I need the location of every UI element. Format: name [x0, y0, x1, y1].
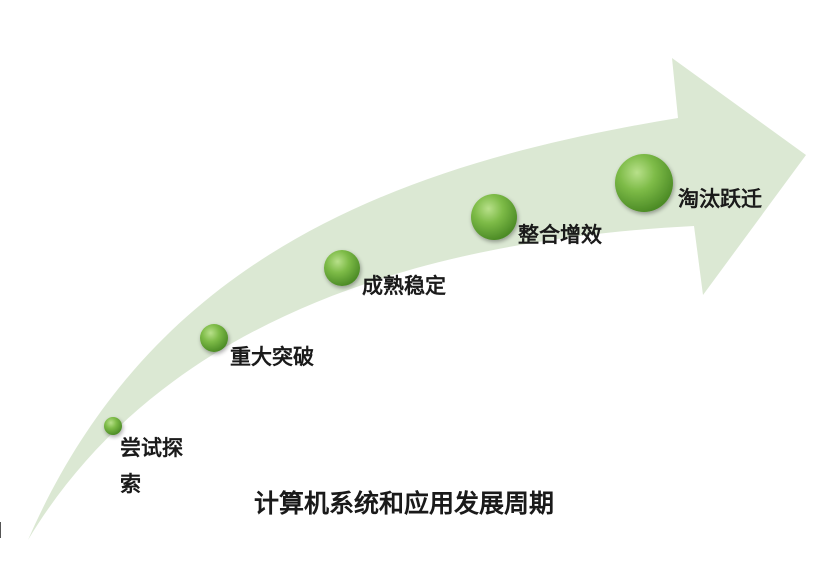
stage-nodes: [104, 154, 673, 435]
edge-divider: [0, 522, 1, 538]
stage-node-4: [471, 194, 517, 240]
stage-label-mature: 成熟稳定: [362, 274, 446, 298]
stage-node-2: [200, 324, 228, 352]
stage-label-breakthrough: 重大突破: [230, 345, 314, 369]
stage-node-5: [615, 154, 673, 212]
diagram-title: 计算机系统和应用发展周期: [254, 489, 555, 518]
stage-node-3: [324, 250, 360, 286]
stage-label-explore: 尝试探索: [120, 436, 183, 496]
stage-label-integrate: 整合增效: [518, 223, 602, 247]
stage-label-leap: 淘汰跃迁: [678, 187, 762, 211]
stage-node-1: [104, 417, 122, 435]
curved-arrow-shape: [28, 58, 806, 540]
